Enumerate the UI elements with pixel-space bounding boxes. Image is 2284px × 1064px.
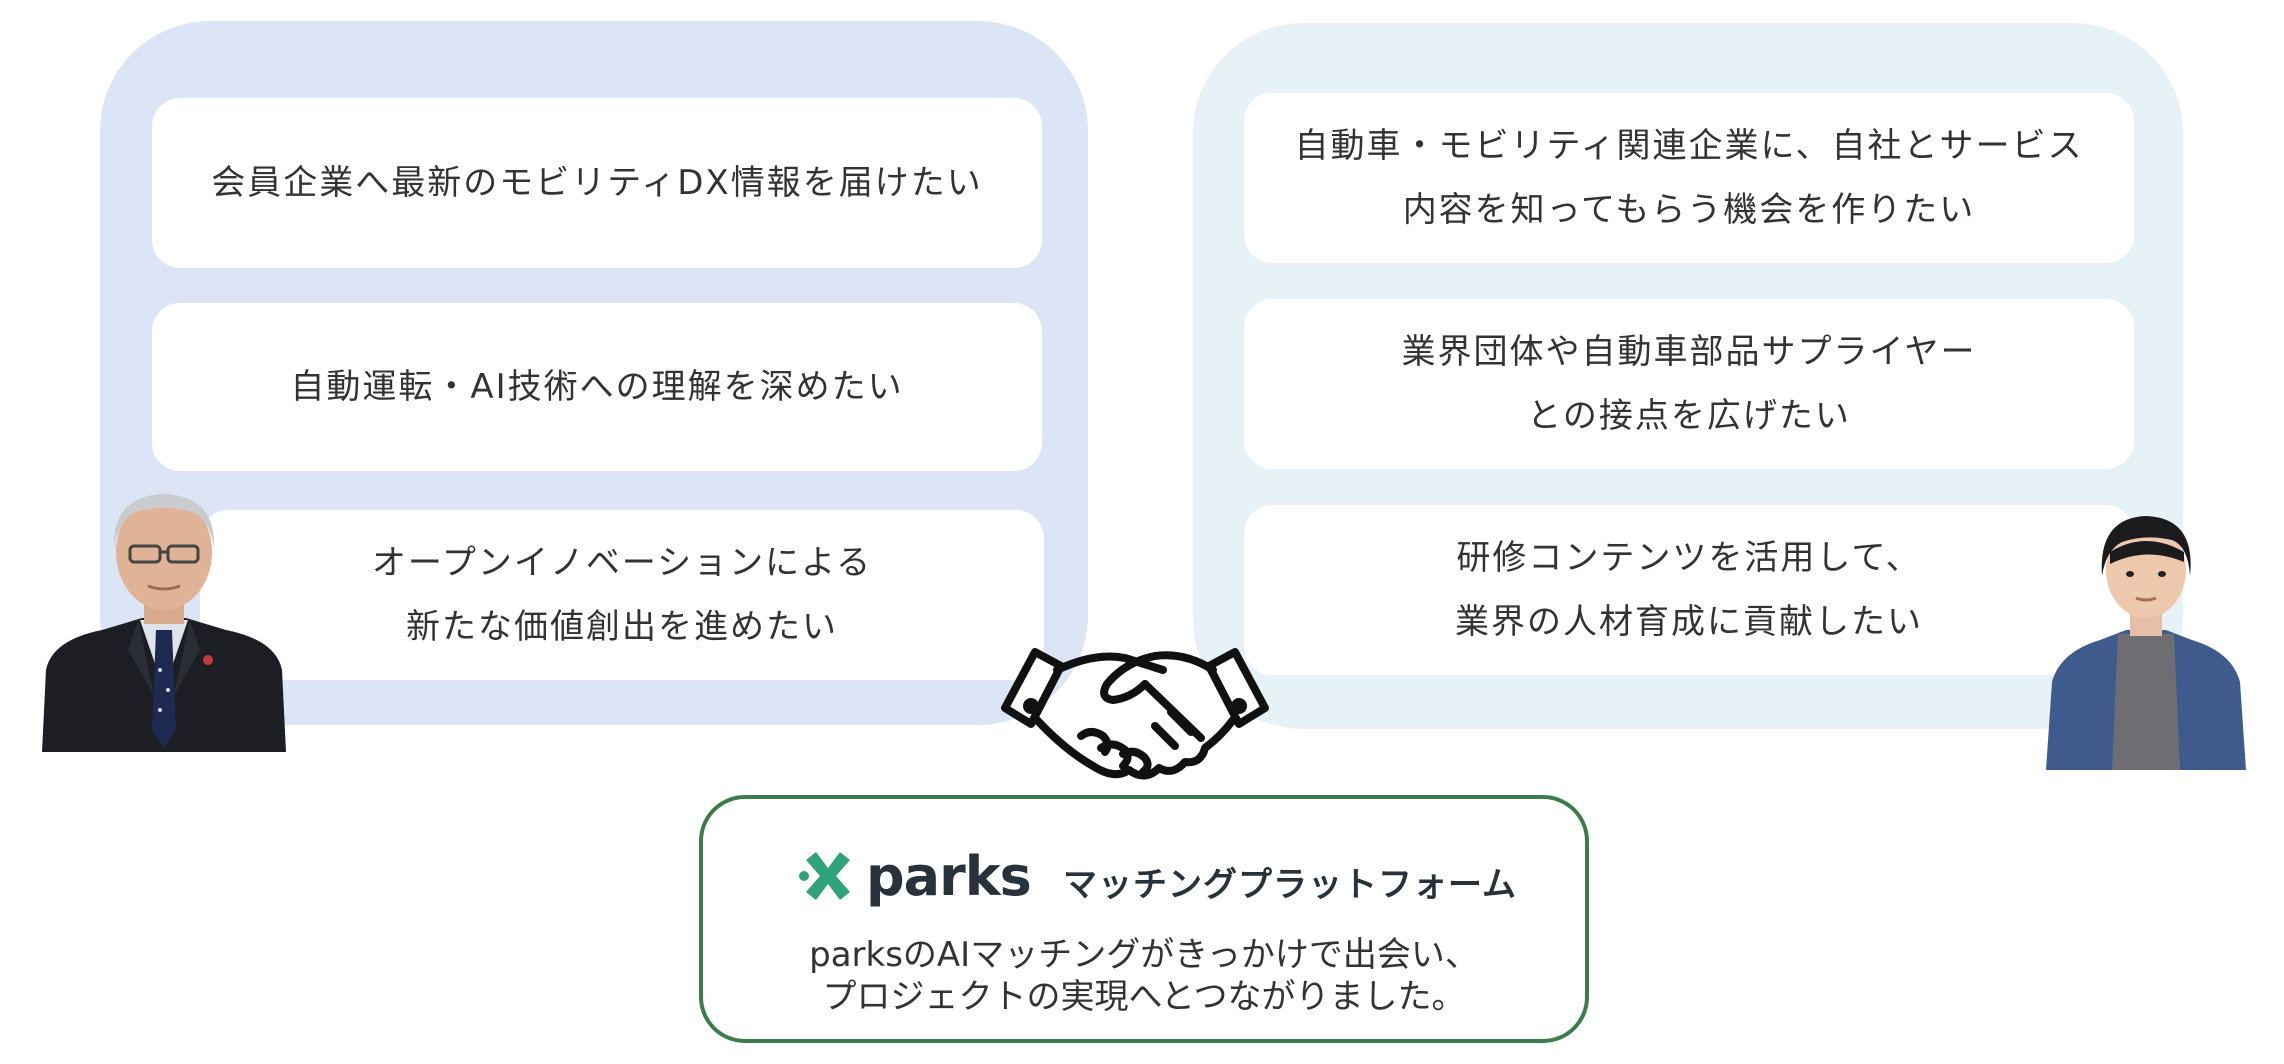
right-card-2: 業界団体や自動車部品サプライヤー との接点を広げたい [1244, 299, 2134, 469]
parks-logo: parks [798, 841, 1032, 911]
card-line: 内容を知ってもらう機会を作りたい [1402, 190, 1976, 230]
parks-mark-icon [799, 852, 850, 900]
card-line: との接点を広げたい [1527, 396, 1851, 436]
left-avatar [42, 494, 286, 752]
card-line: 新たな価値創出を進めたい [406, 607, 838, 647]
card-line: 自動車・モビリティ関連企業に、自社とサービス [1294, 126, 2084, 166]
right-card-1: 自動車・モビリティ関連企業に、自社とサービス 内容を知ってもらう機会を作りたい [1244, 93, 2134, 263]
right-card-3: 研修コンテンツを活用して、 業界の人材育成に貢献したい [1244, 505, 2134, 675]
desc-line: parksのAIマッチングがきっかけで出会い、 [809, 935, 1479, 975]
left-card-3: オープンイノベーションによる 新たな価値創出を進めたい [200, 510, 1044, 680]
card-line: オープンイノベーションによる [371, 543, 873, 583]
parks-logo-text: parks [866, 844, 1032, 908]
platform-box: parks マッチングプラットフォーム parksのAIマッチングがきっかけで出… [699, 795, 1589, 1043]
card-line: 自動運転・AI技術への理解を深めたい [290, 367, 904, 407]
desc-line: プロジェクトの実現へとつながりました。 [822, 977, 1466, 1017]
left-card-2: 自動運転・AI技術への理解を深めたい [152, 303, 1042, 471]
handshake-icon [1001, 648, 1269, 780]
left-card-1: 会員企業へ最新のモビリティDX情報を届けたい [152, 98, 1042, 268]
card-line: 会員企業へ最新のモビリティDX情報を届けたい [211, 163, 983, 203]
platform-description: parksのAIマッチングがきっかけで出会い、 プロジェクトの実現へとつながりま… [703, 934, 1585, 1018]
card-line: 業界団体や自動車部品サプライヤー [1401, 332, 1977, 372]
platform-title: マッチングプラットフォーム [1063, 865, 1517, 905]
right-avatar [2046, 516, 2246, 770]
card-line: 業界の人材育成に貢献したい [1455, 602, 1923, 642]
card-line: 研修コンテンツを活用して、 [1456, 538, 1922, 578]
